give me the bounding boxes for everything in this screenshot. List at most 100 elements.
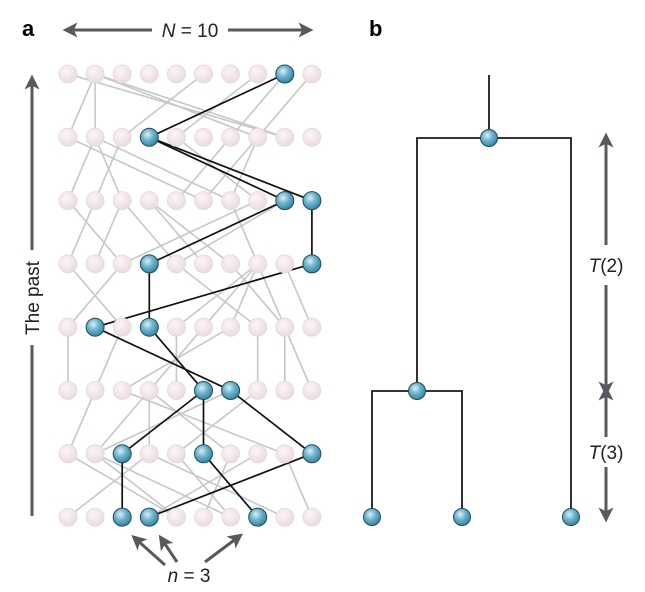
individual-node: [248, 444, 268, 464]
background-link: [229, 263, 259, 328]
individual-node: [112, 127, 132, 147]
lineage-link: [148, 73, 286, 139]
population-size-indicator: N = 10: [62, 21, 314, 42]
individual-node: [194, 127, 213, 147]
lineage-link: [148, 326, 205, 392]
population-grid: [58, 64, 322, 527]
individual-node: [58, 444, 78, 464]
background-link: [229, 136, 259, 201]
background-links: [67, 73, 313, 518]
background-link: [175, 199, 286, 265]
lineage-node: [194, 444, 213, 464]
individual-node: [275, 317, 295, 337]
individual-node: [166, 507, 186, 527]
sample-size-label: n = 3: [168, 566, 211, 587]
t3-label: T(3): [589, 443, 624, 464]
sample-size-indicator: n = 3: [131, 533, 243, 587]
panel-a-label: a: [22, 16, 35, 41]
background-link: [67, 136, 204, 202]
background-link: [257, 73, 313, 138]
background-link: [67, 136, 96, 201]
individual-node: [248, 127, 268, 147]
individual-node: [302, 507, 322, 527]
individual-node: [194, 507, 213, 527]
individual-node: [166, 317, 186, 337]
background-link: [94, 326, 123, 391]
background-link: [175, 136, 232, 202]
leaf-node-2: [453, 508, 471, 526]
background-link: [202, 263, 259, 328]
individual-node: [112, 254, 132, 274]
tree-nodes: [363, 129, 580, 526]
individual-node: [302, 64, 322, 84]
individual-node: [275, 127, 295, 147]
lineage-link: [148, 199, 286, 265]
background-link: [121, 200, 178, 265]
lineage-node: [112, 507, 132, 527]
background-link: [175, 389, 259, 455]
lineage-node: [221, 381, 241, 400]
individual-node: [112, 191, 132, 211]
individual-node: [58, 507, 78, 527]
background-link: [148, 453, 259, 518]
background-link: [148, 453, 286, 518]
background-link: [121, 73, 204, 138]
individual-node: [194, 64, 213, 84]
time-axis-label: The past: [23, 260, 44, 335]
mrca-node: [480, 129, 498, 147]
individual-node: [139, 191, 159, 211]
background-link: [94, 73, 258, 139]
background-link: [148, 200, 205, 265]
individual-node: [58, 381, 78, 400]
individual-node: [275, 444, 295, 464]
individual-node: [302, 317, 322, 337]
lineage-link: [94, 326, 231, 392]
individual-node: [85, 127, 105, 147]
individual-node: [248, 381, 268, 400]
background-link: [284, 263, 313, 328]
generation-row: [58, 317, 322, 337]
lineage-links: [94, 73, 313, 518]
background-link: [94, 136, 231, 202]
individual-node: [194, 191, 213, 211]
individual-node: [194, 254, 213, 274]
individual-node: [58, 317, 78, 337]
first-coalescence-branches: [371, 390, 463, 517]
lineage-node: [275, 191, 295, 211]
lineage-node: [85, 317, 105, 337]
population-size-label: N = 10: [162, 21, 219, 42]
individual-node: [221, 191, 241, 211]
background-link: [229, 200, 259, 265]
individual-node: [302, 381, 322, 400]
lineage-node: [275, 64, 295, 84]
interval-t3: T(3): [589, 385, 624, 523]
individual-node: [85, 444, 105, 464]
generation-row: [58, 507, 322, 527]
individual-node: [221, 127, 241, 147]
individual-node: [302, 127, 322, 147]
background-link: [94, 73, 286, 139]
t2-label: T(2): [589, 256, 624, 277]
individual-node: [166, 254, 186, 274]
lineage-node: [302, 191, 322, 211]
individual-node: [85, 381, 105, 400]
individual-node: [275, 254, 295, 274]
individual-node: [248, 64, 268, 84]
lineage-link: [94, 263, 313, 329]
background-link: [229, 263, 286, 328]
background-link: [94, 200, 123, 265]
leaf-node-3: [562, 508, 580, 526]
individual-node: [221, 254, 241, 274]
individual-node: [139, 64, 159, 84]
generation-row: [58, 254, 322, 274]
individual-node: [139, 444, 159, 464]
background-link: [284, 326, 313, 391]
lineage-link: [148, 136, 313, 202]
background-link: [284, 453, 313, 518]
background-link: [229, 73, 286, 138]
lineage-node: [194, 381, 213, 400]
background-link: [94, 136, 123, 201]
generation-row: [58, 381, 322, 400]
background-link: [67, 73, 96, 138]
